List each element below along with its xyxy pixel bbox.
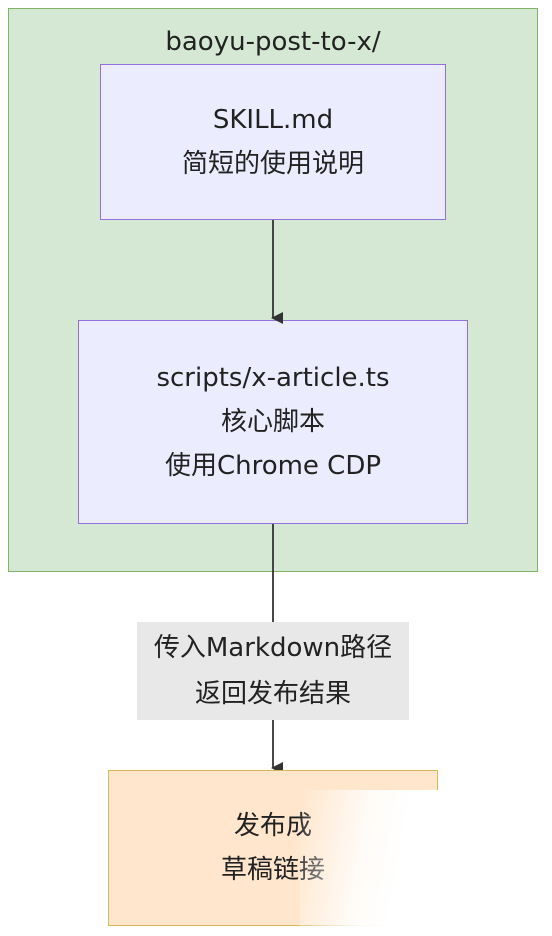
node-skill-line1: SKILL.md [212,105,334,135]
node-result-line2: 草稿链接 [220,855,325,885]
node-publish-result[interactable]: 发布成 草稿链接 [108,770,438,926]
cluster-title: baoyu-post-to-x/ [165,27,381,57]
node-result-line1: 发布成 [233,811,312,841]
edge-label-line1: 传入Markdown路径 [153,633,393,663]
edge-label: 传入Markdown路径 返回发布结果 [137,622,409,720]
node-script-line2: 核心脚本 [220,407,325,437]
node-script-line1: scripts/x-article.ts [156,363,390,393]
node-script-line3: 使用Chrome CDP [164,451,382,481]
node-x-article-script[interactable]: scripts/x-article.ts 核心脚本 使用Chrome CDP [78,320,468,524]
edge-label-line2: 返回发布结果 [194,679,351,709]
node-skill-line2: 简短的使用说明 [181,149,364,179]
node-skill-md[interactable]: SKILL.md 简短的使用说明 [100,64,446,220]
